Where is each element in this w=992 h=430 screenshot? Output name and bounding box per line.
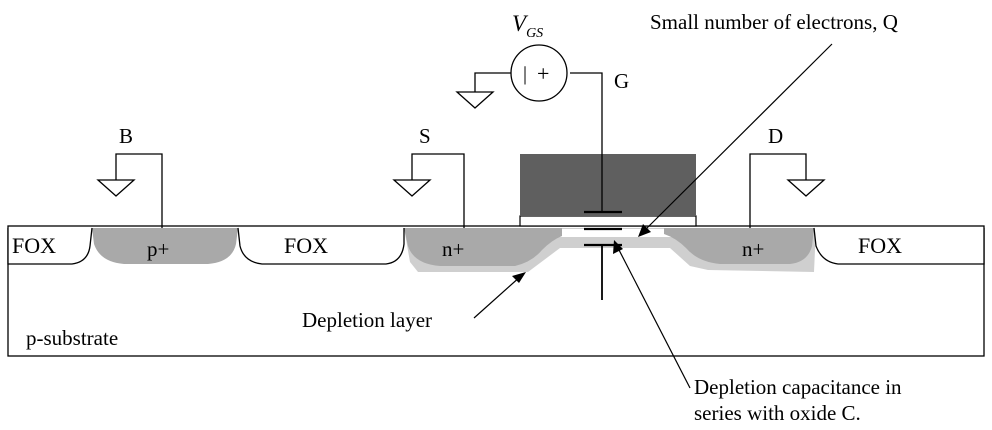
n-plus-drain-region [664,228,814,264]
vgs-ground-wire [474,72,511,92]
drain-terminal-wire [749,153,807,228]
fox-middle-region [237,227,405,265]
fox-right-region [813,227,985,265]
n-plus-source-region [404,228,562,266]
vgs-positive-sign: + [537,61,549,86]
fox-right-label: FOX [858,233,902,258]
fox-left-label: FOX [12,233,56,258]
n-plus-source-label: n+ [442,237,464,261]
body-terminal-wire [115,153,163,228]
vgs-negative-sign: | [523,63,527,85]
depletion-layer-arrowhead-icon [512,272,526,283]
source-ground-icon [392,179,432,197]
p-plus-body-region [92,228,238,264]
channel-region [540,229,680,237]
gate-oxide [519,215,697,227]
gate-wire [570,72,603,212]
capacitance-note-line2: series with oxide C. [694,401,861,425]
depletion-layer-arrow-line [473,275,522,319]
fox-middle-label: FOX [284,233,328,258]
vgs-ground-icon [455,91,495,109]
vgs-label: VGS [512,11,543,41]
body-label: B [119,124,133,148]
electrons-note: Small number of electrons, Q [650,10,898,34]
gate-label: G [614,69,629,93]
drain-ground-icon [786,179,826,197]
p-plus-label: p+ [147,237,169,261]
substrate-label: p-substrate [26,326,118,350]
source-terminal-wire [411,153,465,228]
source-label: S [419,124,431,148]
gate-polysilicon [520,154,696,216]
drain-label: D [768,124,783,148]
electrons-arrow-line [644,43,833,231]
capacitance-arrow-line [617,247,691,389]
fox-left-region [7,227,93,265]
electrons-arrowhead-icon [638,224,651,237]
capacitance-arrowhead-icon [613,240,623,254]
n-plus-drain-label: n+ [742,237,764,261]
depletion-layer-label: Depletion layer [302,308,432,332]
capacitance-note-line1: Depletion capacitance in [694,375,902,399]
body-ground-icon [96,179,136,197]
